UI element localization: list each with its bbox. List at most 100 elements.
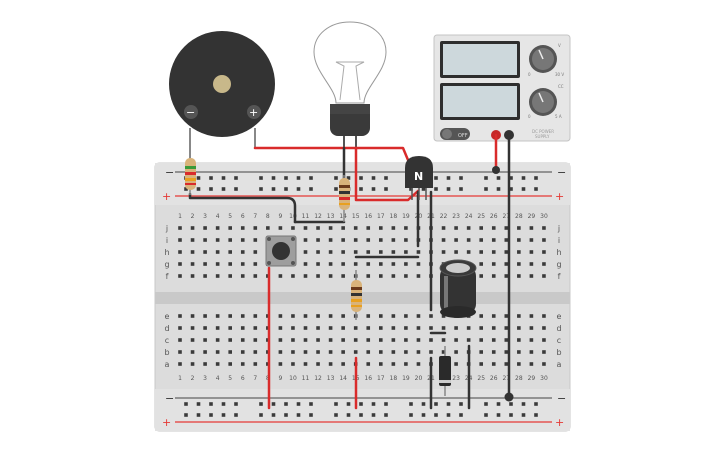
breadboard-hole[interactable] (416, 326, 421, 330)
breadboard-hole[interactable] (509, 402, 513, 406)
breadboard-hole[interactable] (253, 362, 258, 366)
breadboard-hole[interactable] (491, 274, 496, 278)
breadboard-hole[interactable] (228, 362, 232, 366)
breadboard-hole[interactable] (316, 226, 320, 230)
breadboard-hole[interactable] (379, 226, 383, 230)
breadboard-hole[interactable] (341, 362, 345, 366)
breadboard-hole[interactable] (479, 314, 483, 318)
breadboard-hole[interactable] (366, 326, 371, 330)
breadboard-hole[interactable] (517, 238, 521, 242)
breadboard-hole[interactable] (384, 176, 388, 180)
breadboard-hole[interactable] (509, 187, 513, 191)
breadboard-hole[interactable] (479, 226, 483, 230)
breadboard-hole[interactable] (391, 250, 396, 254)
breadboard-hole[interactable] (341, 250, 345, 254)
breadboard-hole[interactable] (253, 314, 258, 318)
breadboard-hole[interactable] (454, 226, 458, 230)
breadboard-hole[interactable] (259, 413, 263, 417)
breadboard-hole[interactable] (278, 314, 283, 318)
breadboard-hole[interactable] (291, 350, 295, 354)
breadboard-hole[interactable] (404, 226, 408, 230)
breadboard-hole[interactable] (529, 274, 534, 278)
breadboard-hole[interactable] (203, 326, 207, 330)
breadboard-hole[interactable] (521, 413, 526, 417)
breadboard-hole[interactable] (303, 274, 308, 278)
breadboard-hole[interactable] (391, 338, 396, 342)
breadboard-hole[interactable] (529, 326, 534, 330)
breadboard-hole[interactable] (278, 274, 283, 278)
breadboard-hole[interactable] (446, 402, 451, 406)
breadboard-hole[interactable] (379, 326, 383, 330)
breadboard-hole[interactable] (409, 413, 413, 417)
breadboard-hole[interactable] (404, 250, 408, 254)
breadboard-hole[interactable] (384, 413, 388, 417)
breadboard-hole[interactable] (404, 350, 408, 354)
breadboard-hole[interactable] (209, 413, 213, 417)
breadboard-hole[interactable] (484, 176, 488, 180)
breadboard-hole[interactable] (359, 176, 363, 180)
breadboard-hole[interactable] (196, 413, 201, 417)
breadboard-hole[interactable] (303, 350, 308, 354)
breadboard-hole[interactable] (278, 326, 283, 330)
breadboard-hole[interactable] (384, 402, 388, 406)
breadboard-hole[interactable] (366, 274, 371, 278)
breadboard-hole[interactable] (466, 226, 471, 230)
breadboard-hole[interactable] (542, 262, 546, 266)
breadboard-hole[interactable] (529, 362, 534, 366)
breadboard-hole[interactable] (379, 262, 383, 266)
breadboard-hole[interactable] (334, 187, 338, 191)
breadboard-hole[interactable] (341, 350, 345, 354)
breadboard-hole[interactable] (221, 176, 226, 180)
breadboard-hole[interactable] (190, 274, 195, 278)
breadboard-hole[interactable] (178, 338, 182, 342)
breadboard-hole[interactable] (521, 402, 526, 406)
breadboard-hole[interactable] (221, 402, 226, 406)
breadboard-hole[interactable] (296, 402, 301, 406)
breadboard-hole[interactable] (341, 226, 345, 230)
breadboard-hole[interactable] (346, 402, 351, 406)
breadboard-hole[interactable] (416, 262, 421, 266)
breadboard-hole[interactable] (240, 326, 245, 330)
breadboard-hole[interactable] (504, 262, 509, 266)
breadboard-hole[interactable] (278, 362, 283, 366)
breadboard-hole[interactable] (178, 350, 182, 354)
breadboard-hole[interactable] (353, 250, 358, 254)
breadboard-hole[interactable] (303, 362, 308, 366)
breadboard-hole[interactable] (379, 314, 383, 318)
breadboard-hole[interactable] (384, 187, 388, 191)
breadboard-hole[interactable] (441, 250, 446, 254)
breadboard-hole[interactable] (504, 238, 509, 242)
breadboard-hole[interactable] (271, 402, 276, 406)
breadboard-hole[interactable] (203, 362, 207, 366)
breadboard-hole[interactable] (366, 238, 371, 242)
breadboard-hole[interactable] (529, 314, 534, 318)
breadboard-hole[interactable] (353, 226, 358, 230)
breadboard-hole[interactable] (253, 326, 258, 330)
breadboard-hole[interactable] (190, 362, 195, 366)
breadboard-hole[interactable] (517, 326, 521, 330)
breadboard-hole[interactable] (190, 238, 195, 242)
breadboard-hole[interactable] (303, 250, 308, 254)
breadboard-hole[interactable] (291, 338, 295, 342)
diode[interactable] (439, 346, 451, 396)
breadboard-hole[interactable] (454, 326, 458, 330)
breadboard-hole[interactable] (371, 187, 376, 191)
breadboard-hole[interactable] (240, 274, 245, 278)
breadboard-hole[interactable] (479, 362, 483, 366)
breadboard-hole[interactable] (441, 226, 446, 230)
breadboard-hole[interactable] (203, 226, 207, 230)
breadboard-hole[interactable] (253, 338, 258, 342)
breadboard-hole[interactable] (529, 226, 534, 230)
breadboard-hole[interactable] (446, 413, 451, 417)
breadboard-hole[interactable] (434, 187, 438, 191)
breadboard-hole[interactable] (215, 338, 220, 342)
breadboard-hole[interactable] (291, 226, 295, 230)
breadboard-hole[interactable] (517, 314, 521, 318)
breadboard-hole[interactable] (203, 238, 207, 242)
breadboard-hole[interactable] (391, 226, 396, 230)
breadboard-hole[interactable] (542, 274, 546, 278)
breadboard-hole[interactable] (479, 338, 483, 342)
breadboard-hole[interactable] (479, 262, 483, 266)
breadboard-hole[interactable] (484, 402, 488, 406)
